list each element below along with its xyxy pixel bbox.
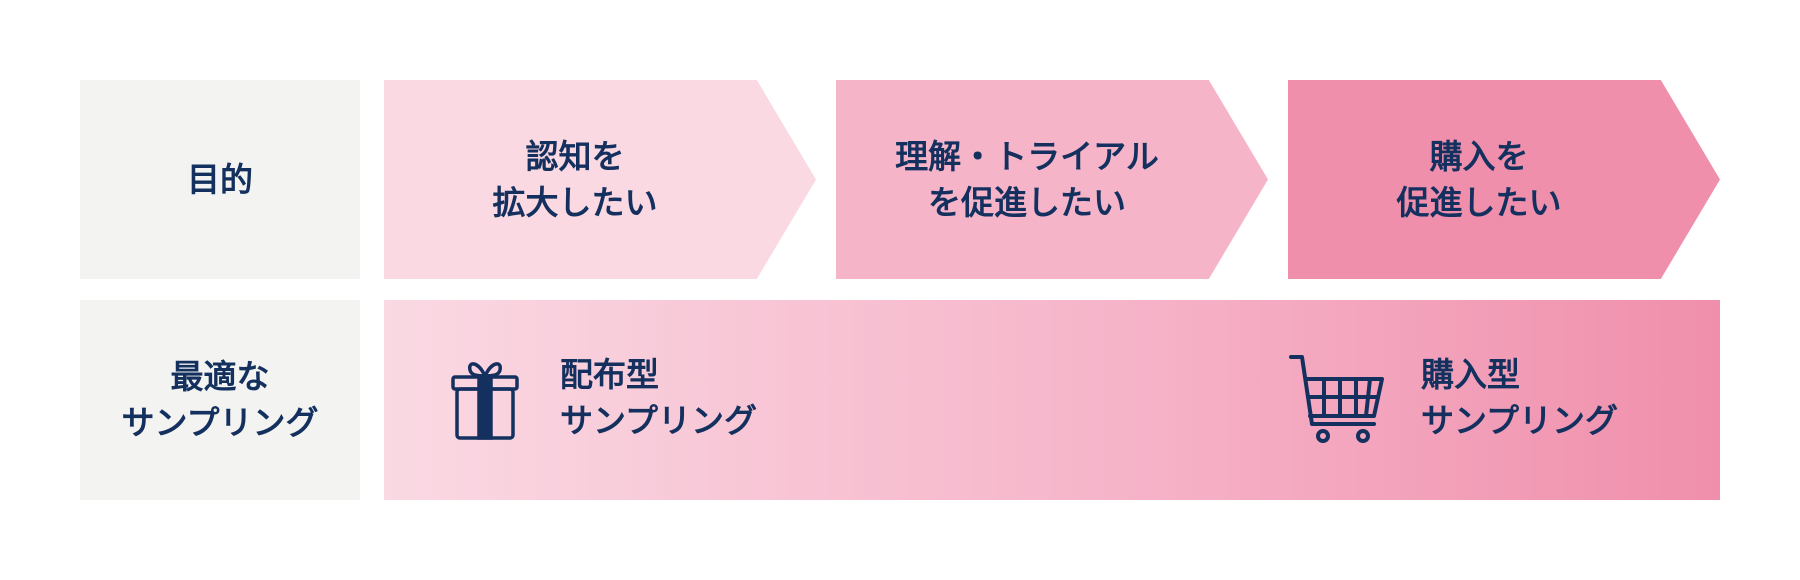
sampling-gradient-bar: [384, 300, 1720, 500]
purpose-label: 目的: [80, 80, 360, 279]
shopping-cart-icon: [1289, 355, 1384, 443]
stage-text: を促進したい: [927, 182, 1126, 222]
distribution-sampling: 配布型サンプリング: [450, 352, 757, 444]
stage-text: 認知を: [525, 136, 625, 176]
sampling-text: サンプリング: [1421, 401, 1619, 440]
gift-icon: [451, 362, 519, 440]
optimal-sampling-label: 最適なサンプリング: [80, 300, 360, 500]
label-text: 最適な: [170, 357, 270, 396]
stage-text: 理解・トライアル: [895, 136, 1159, 176]
sampling-text: 配布型: [560, 355, 659, 394]
stage-text: 促進したい: [1396, 182, 1562, 222]
label-text: 目的: [187, 159, 253, 199]
label-text: サンプリング: [121, 403, 319, 442]
stage-text: 購入を: [1429, 136, 1529, 176]
stage-purchase: 購入を促進したい: [1288, 80, 1720, 279]
stage-awareness: 認知を拡大したい: [384, 80, 816, 279]
stage-text: 拡大したい: [492, 182, 658, 222]
sampling-text: サンプリング: [560, 401, 758, 440]
stage-trial: 理解・トライアルを促進したい: [836, 80, 1268, 279]
sampling-text: 購入型: [1421, 355, 1520, 394]
purchase-sampling: 購入型サンプリング: [1288, 352, 1618, 444]
